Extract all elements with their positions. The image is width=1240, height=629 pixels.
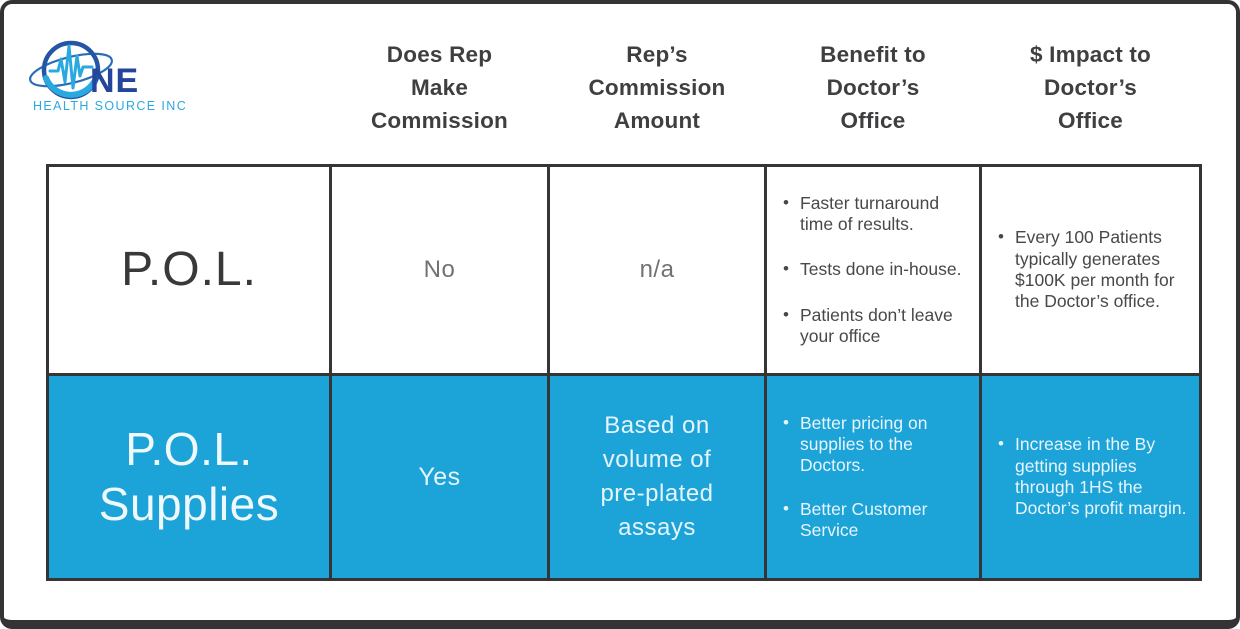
impact-list: Every 100 Patients typically generates $… bbox=[996, 227, 1189, 312]
cell-pol-label: P.O.L. bbox=[49, 167, 329, 373]
bullet-item: Every 100 Patients typically generates $… bbox=[996, 227, 1189, 312]
impact-list: Increase in the By getting supplies thro… bbox=[996, 434, 1189, 519]
table-column-headers: Does Rep Make Commission Rep’s Commissio… bbox=[46, 38, 1202, 137]
cell-pol-supplies-label: P.O.L. Supplies bbox=[49, 376, 329, 578]
bullet-item: Increase in the By getting supplies thro… bbox=[996, 434, 1189, 519]
value-text: Based on volume of pre-plated assays bbox=[600, 411, 714, 542]
header-spacer bbox=[49, 38, 329, 137]
cell-pol-supplies-impact: Increase in the By getting supplies thro… bbox=[982, 376, 1199, 578]
value-text: Yes bbox=[418, 462, 461, 491]
column-header-impact-to-doctors-office: $ Impact to Doctor’s Office bbox=[1030, 42, 1151, 134]
bullet-item: Better Customer Service bbox=[781, 499, 969, 542]
column-header-does-rep-make-commission: Does Rep Make Commission bbox=[370, 42, 509, 134]
logo-pulse-icon bbox=[48, 44, 94, 90]
benefit-list: Faster turnaround time of results. Tests… bbox=[781, 193, 969, 348]
row-title: P.O.L. bbox=[121, 243, 257, 297]
benefit-list: Better pricing on supplies to the Doctor… bbox=[781, 413, 969, 542]
one-health-source-logo: NE HEALTH SOURCE INC bbox=[29, 40, 187, 113]
row-title: P.O.L. Supplies bbox=[98, 422, 280, 530]
cell-pol-supplies-benefits: Better pricing on supplies to the Doctor… bbox=[767, 376, 979, 578]
value-text: No bbox=[423, 256, 456, 283]
comparison-table: P.O.L. No n/a Faster turnaround time of … bbox=[46, 164, 1202, 581]
bullet-item: Patients don’t leave your office bbox=[781, 305, 969, 348]
cell-pol-supplies-makes-commission: Yes bbox=[332, 376, 547, 578]
value-text: n/a bbox=[639, 256, 675, 283]
column-header-reps-commission-amount: Rep’s Commission Amount bbox=[588, 42, 726, 134]
logo-tagline: HEALTH SOURCE INC bbox=[33, 99, 187, 113]
cell-pol-benefits: Faster turnaround time of results. Tests… bbox=[767, 167, 979, 373]
logo-hand-arc bbox=[43, 75, 97, 98]
column-header-benefit-to-doctors-office: Benefit to Doctor’s Office bbox=[820, 42, 926, 134]
bullet-item: Faster turnaround time of results. bbox=[781, 193, 969, 236]
cell-pol-supplies-commission-amount: Based on volume of pre-plated assays bbox=[550, 376, 764, 578]
cell-pol-impact: Every 100 Patients typically generates $… bbox=[982, 167, 1199, 373]
bullet-item: Better pricing on supplies to the Doctor… bbox=[781, 413, 969, 477]
logo-name-suffix: NE bbox=[90, 62, 139, 100]
bullet-item: Tests done in-house. bbox=[781, 259, 969, 280]
cell-pol-commission-amount: n/a bbox=[550, 167, 764, 373]
cell-pol-makes-commission: No bbox=[332, 167, 547, 373]
